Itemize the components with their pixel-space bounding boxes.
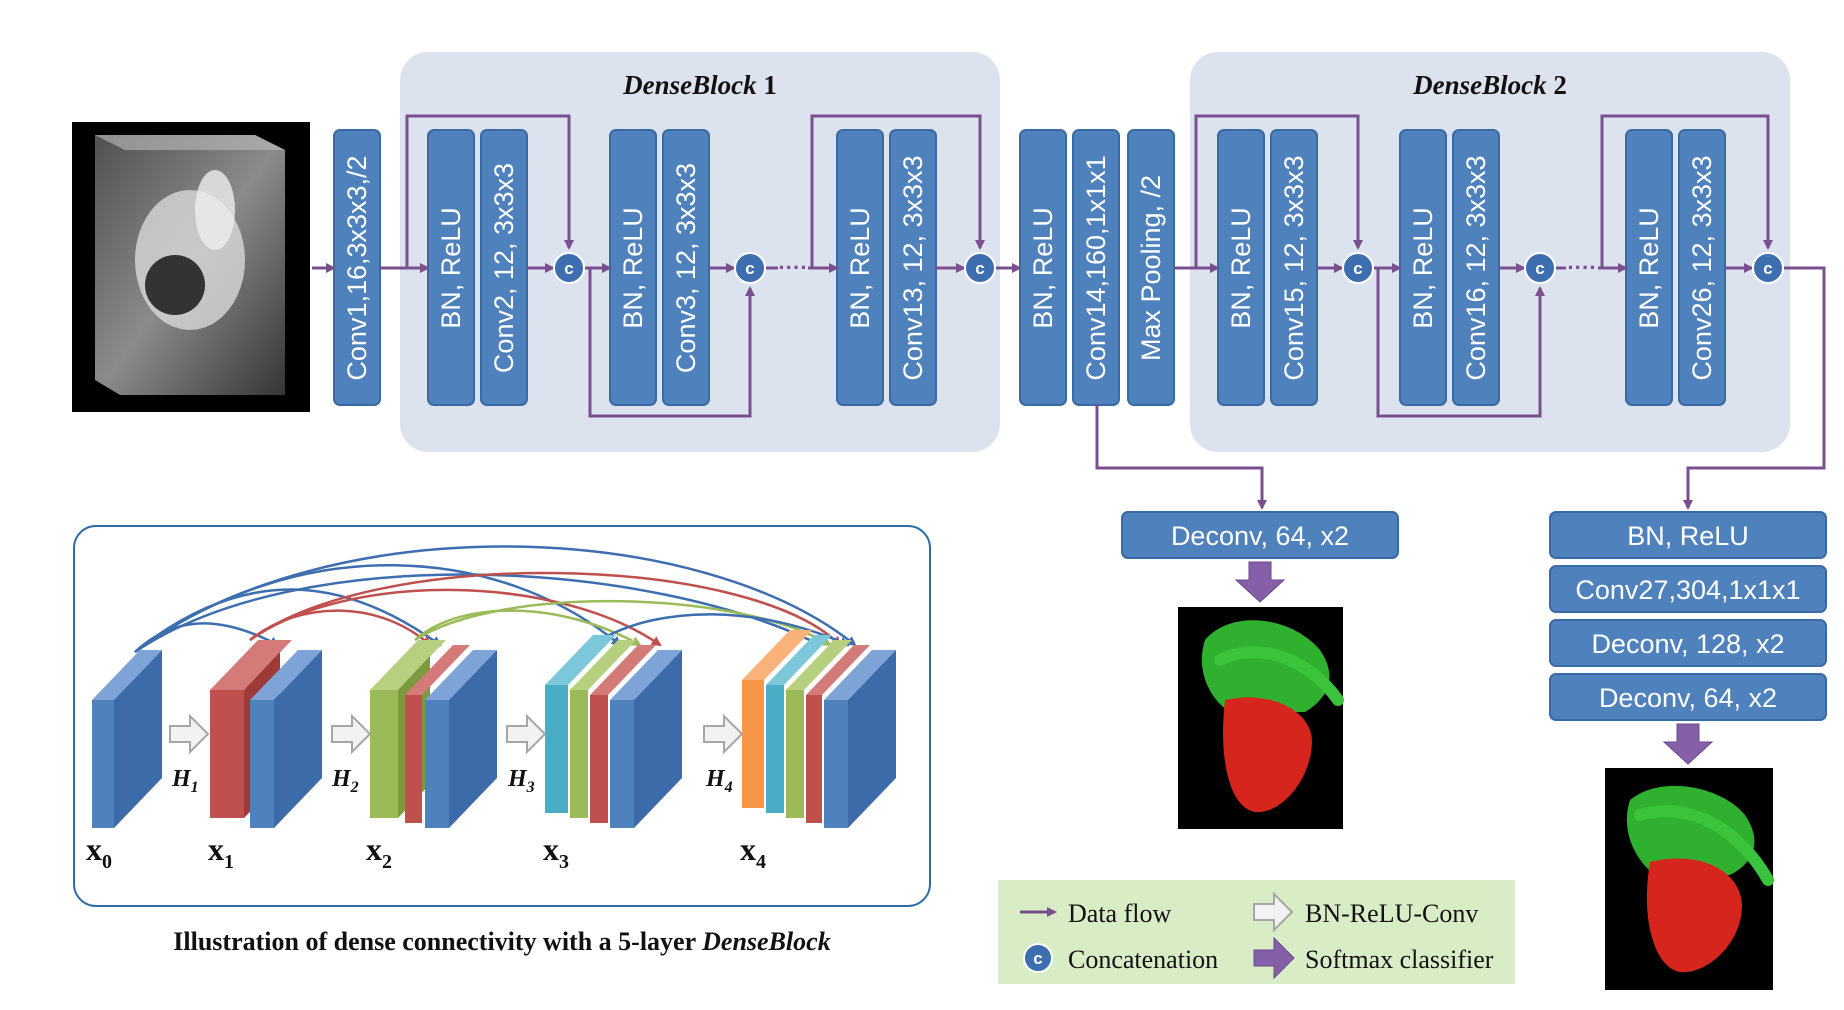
feature-map-x4 (742, 630, 896, 828)
svg-text:BN, ReLU: BN, ReLU (1028, 207, 1058, 329)
x1-label: x1 (208, 831, 234, 873)
svg-text:BN, ReLU: BN, ReLU (618, 207, 648, 329)
svg-text:c: c (1033, 949, 1042, 968)
concat-node-4: c (1342, 252, 1374, 284)
svg-text:Max Pooling, /2: Max Pooling, /2 (1136, 175, 1166, 361)
svg-text:BN, ReLU: BN, ReLU (1627, 521, 1749, 551)
branch2-deconv-64: Deconv, 64, x2 (1549, 673, 1827, 721)
db1-ellipsis: ···· (778, 255, 807, 280)
concat-node-6: c (1752, 252, 1784, 284)
x0-label: x0 (86, 831, 112, 873)
h4-label: H4 (705, 766, 733, 796)
db2-layer-3: BN, ReLU Conv26, 12, 3x3x3 (1625, 129, 1726, 406)
legend-softmax-label: Softmax classifier (1305, 945, 1494, 974)
branch2-conv27: Conv27,304,1x1x1 (1549, 565, 1827, 613)
h2-label: H2 (331, 766, 359, 796)
db1-connections (405, 114, 1022, 418)
x3-label: x3 (543, 831, 569, 873)
illustration-caption: Illustration of dense connectivity with … (173, 927, 830, 956)
svg-text:BN, ReLU: BN, ReLU (845, 207, 875, 329)
db2-layer-2: BN, ReLU Conv16, 12, 3x3x3 (1399, 129, 1500, 406)
svg-text:BN, ReLU: BN, ReLU (1408, 207, 1438, 329)
svg-text:c: c (975, 259, 984, 278)
svg-text:c: c (1535, 259, 1544, 278)
db2-ellipsis: ···· (1567, 255, 1596, 280)
legend-bn-relu-conv-label: BN-ReLU-Conv (1305, 899, 1478, 928)
h1-label: H1 (171, 766, 199, 796)
dense-connectivity-arcs (134, 545, 857, 654)
svg-text:BN, ReLU: BN, ReLU (436, 207, 466, 329)
mri-input-image (72, 122, 310, 412)
legend-bn-relu-conv-icon (1253, 891, 1294, 933)
branch1-segmentation-output (1178, 607, 1344, 829)
svg-text:c: c (745, 259, 754, 278)
branch1-deconv: Deconv, 64, x2 (1121, 511, 1399, 559)
h3-label: H3 (507, 766, 535, 796)
feature-map-x0 (92, 650, 162, 828)
branch1-softmax-arrow (1234, 561, 1286, 603)
svg-text:Conv15, 12, 3x3x3: Conv15, 12, 3x3x3 (1279, 155, 1309, 380)
conv1-block: Conv1,16,3x3x3,/2 (333, 129, 381, 406)
concat-node-2: c (734, 252, 766, 284)
svg-text:Conv14,160,1x1x1: Conv14,160,1x1x1 (1081, 155, 1111, 380)
dense-block-1-title: DenseBlock 1 (622, 70, 777, 100)
transition-layer: BN, ReLU Conv14,160,1x1x1 Max Pooling, /… (1019, 129, 1175, 406)
legend-concatenation-icon: c (1023, 943, 1053, 973)
svg-text:Deconv, 128, x2: Deconv, 128, x2 (1591, 629, 1784, 659)
svg-text:Conv3, 12, 3x3x3: Conv3, 12, 3x3x3 (671, 163, 701, 373)
branch2-softmax-arrow (1662, 723, 1714, 765)
svg-text:Conv16, 12, 3x3x3: Conv16, 12, 3x3x3 (1461, 155, 1491, 380)
concat-node-1: c (553, 252, 585, 284)
svg-text:Conv1,16,3x3x3,/2: Conv1,16,3x3x3,/2 (342, 155, 372, 380)
branch1-connector (1095, 405, 1267, 510)
branch2-segmentation-output (1605, 768, 1774, 990)
db1-layer-2: BN, ReLU Conv3, 12, 3x3x3 (609, 129, 710, 406)
h-arrows (169, 713, 744, 755)
svg-text:c: c (564, 259, 573, 278)
svg-text:Conv26, 12, 3x3x3: Conv26, 12, 3x3x3 (1687, 155, 1717, 380)
feature-map-x2 (370, 640, 497, 828)
x2-label: x2 (366, 831, 392, 873)
db2-connections (1194, 114, 1826, 510)
feature-map-x3 (545, 635, 682, 828)
legend-softmax-icon (1253, 936, 1295, 980)
svg-text:Conv2, 12, 3x3x3: Conv2, 12, 3x3x3 (489, 163, 519, 373)
db2-layer-1: BN, ReLU Conv15, 12, 3x3x3 (1217, 129, 1318, 406)
legend: Data flow c Concatenation BN-ReLU-Conv S… (998, 880, 1515, 984)
branch2-deconv-128: Deconv, 128, x2 (1549, 619, 1827, 667)
concat-node-3: c (964, 252, 996, 284)
feature-map-x1 (210, 640, 322, 828)
legend-concatenation-label: Concatenation (1068, 945, 1218, 974)
svg-text:BN, ReLU: BN, ReLU (1634, 207, 1664, 329)
x4-label: x4 (740, 831, 766, 873)
svg-text:Conv27,304,1x1x1: Conv27,304,1x1x1 (1575, 575, 1800, 605)
svg-text:c: c (1353, 259, 1362, 278)
svg-text:Deconv, 64, x2: Deconv, 64, x2 (1171, 521, 1349, 551)
svg-text:BN, ReLU: BN, ReLU (1226, 207, 1256, 329)
dense-block-2-title: DenseBlock 2 (1412, 70, 1567, 100)
legend-data-flow-label: Data flow (1068, 899, 1171, 928)
svg-text:Conv13, 12, 3x3x3: Conv13, 12, 3x3x3 (898, 155, 928, 380)
svg-text:c: c (1763, 259, 1772, 278)
branch2-bn-relu: BN, ReLU (1549, 511, 1827, 559)
concat-node-5: c (1524, 252, 1556, 284)
svg-text:Deconv, 64, x2: Deconv, 64, x2 (1599, 683, 1777, 713)
